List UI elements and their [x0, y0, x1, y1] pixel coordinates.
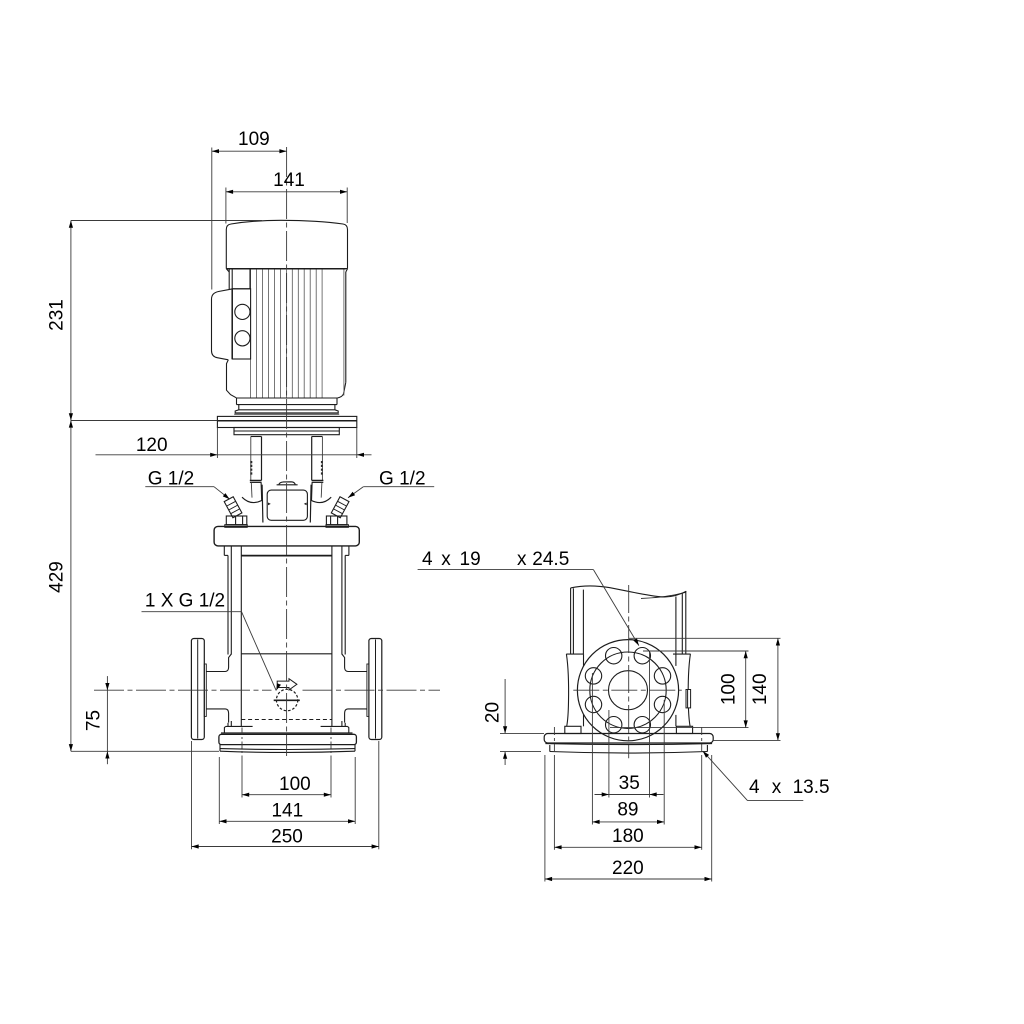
svg-text:231: 231: [47, 299, 68, 331]
svg-text:220: 220: [612, 858, 644, 879]
svg-text:109: 109: [238, 129, 270, 150]
svg-text:x: x: [517, 549, 527, 570]
svg-text:4: 4: [422, 549, 433, 570]
svg-text:141: 141: [271, 801, 303, 822]
svg-text:1 X G 1/2: 1 X G 1/2: [145, 590, 225, 611]
svg-text:100: 100: [719, 673, 740, 705]
svg-text:120: 120: [136, 435, 168, 456]
svg-text:G 1/2: G 1/2: [379, 469, 425, 490]
svg-text:89: 89: [617, 800, 638, 821]
svg-text:35: 35: [619, 773, 640, 794]
svg-text:140: 140: [750, 673, 771, 705]
svg-text:G 1/2: G 1/2: [148, 469, 194, 490]
svg-text:75: 75: [83, 710, 104, 731]
svg-text:429: 429: [47, 561, 68, 593]
svg-text:20: 20: [483, 702, 504, 723]
svg-text:19: 19: [460, 549, 481, 570]
svg-text:x: x: [772, 777, 782, 798]
svg-text:x: x: [441, 549, 451, 570]
svg-text:180: 180: [612, 826, 644, 847]
svg-text:13.5: 13.5: [793, 777, 830, 798]
svg-text:4: 4: [749, 777, 760, 798]
svg-text:250: 250: [271, 827, 303, 848]
svg-text:24.5: 24.5: [532, 549, 569, 570]
svg-text:141: 141: [273, 170, 305, 191]
svg-text:100: 100: [279, 774, 311, 795]
